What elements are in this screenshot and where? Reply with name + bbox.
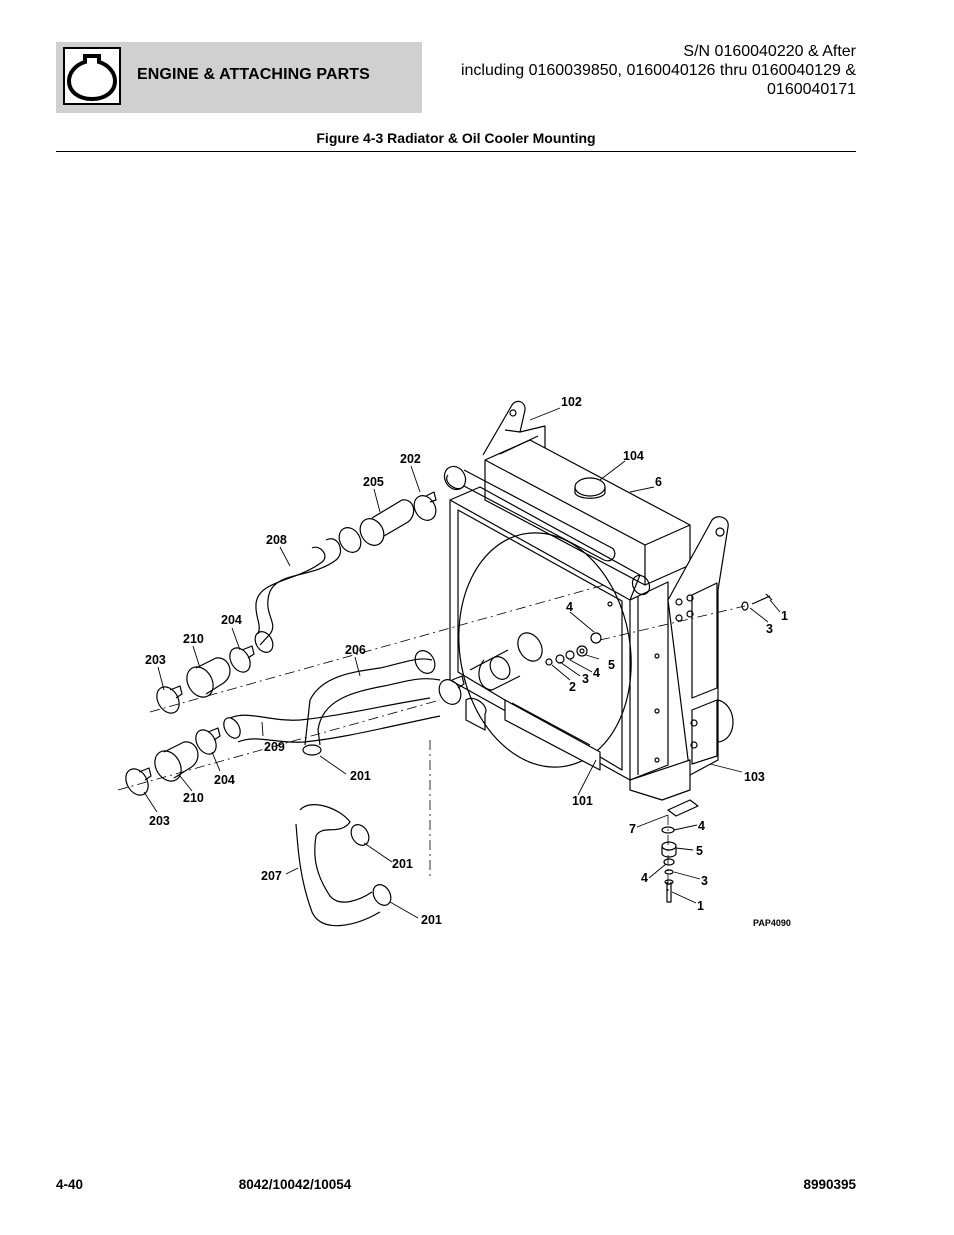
header-rule	[56, 151, 856, 152]
callout-label: 3	[582, 672, 589, 686]
callout-label: 206	[345, 643, 366, 657]
serial-line: including 0160039850, 0160040126 thru 01…	[460, 62, 856, 79]
drawing-code: PAP4090	[753, 918, 791, 928]
page-number: 4-40	[56, 1177, 84, 1192]
callout-label: 203	[145, 653, 166, 667]
serial-number-block: S/N 0160040220 & After including 0160039…	[416, 42, 856, 99]
serial-line: 0160040171	[767, 81, 856, 98]
callout-labels: 102 104 6 202 205 208 204 210 203 206 4 …	[145, 395, 791, 928]
hose-206	[309, 658, 433, 701]
figure-title: Figure 4-3 Radiator & Oil Cooler Mountin…	[316, 130, 596, 146]
callout-label: 203	[149, 814, 170, 828]
callout-label: 101	[572, 794, 593, 808]
callout-label: 1	[781, 609, 788, 623]
callout-label: 102	[561, 395, 582, 409]
callout-label: 103	[744, 770, 765, 784]
serial-line: S/N 0160040220 & After	[683, 43, 856, 60]
hose-209	[229, 697, 431, 721]
callout-label: 210	[183, 791, 204, 805]
upper-hose-set	[254, 491, 437, 653]
callout-label: 209	[264, 740, 285, 754]
lower-left-fittings	[125, 727, 221, 796]
callout-label: 4	[641, 871, 648, 885]
callout-label: 104	[623, 449, 644, 463]
radiator-cap-104	[574, 477, 606, 499]
callout-label: 7	[629, 822, 636, 836]
leader-lines	[143, 407, 781, 919]
hose-207	[295, 804, 392, 927]
right-bracket-103	[667, 516, 734, 776]
engine-icon	[63, 47, 121, 105]
model-numbers: 8042/10042/10054	[238, 1177, 352, 1192]
callout-label: 2	[569, 680, 576, 694]
callout-label: 5	[608, 658, 615, 672]
callout-label: 3	[766, 622, 773, 636]
callout-label: 5	[696, 844, 703, 858]
callout-label: 201	[350, 769, 371, 783]
upper-left-fittings	[156, 645, 255, 714]
radiator-core-101	[449, 486, 669, 781]
top-bracket-102	[482, 400, 546, 456]
callout-label: 204	[214, 773, 235, 787]
callout-label: 204	[221, 613, 242, 627]
callout-label: 202	[400, 452, 421, 466]
callout-label: 6	[655, 475, 662, 489]
callout-label: 4	[698, 819, 705, 833]
callout-label: 205	[363, 475, 384, 489]
callout-label: 208	[266, 533, 287, 547]
section-title: ENGINE & ATTACHING PARTS	[137, 66, 370, 83]
callout-label: 3	[701, 874, 708, 888]
callout-label: 4	[566, 600, 573, 614]
callout-label: 1	[697, 899, 704, 913]
callout-label: 201	[392, 857, 413, 871]
callout-label: 201	[421, 913, 442, 927]
callout-label: 4	[593, 666, 600, 680]
callout-label: 207	[261, 869, 282, 883]
callout-label: 210	[183, 632, 204, 646]
manual-number: 8990395	[803, 1177, 856, 1192]
